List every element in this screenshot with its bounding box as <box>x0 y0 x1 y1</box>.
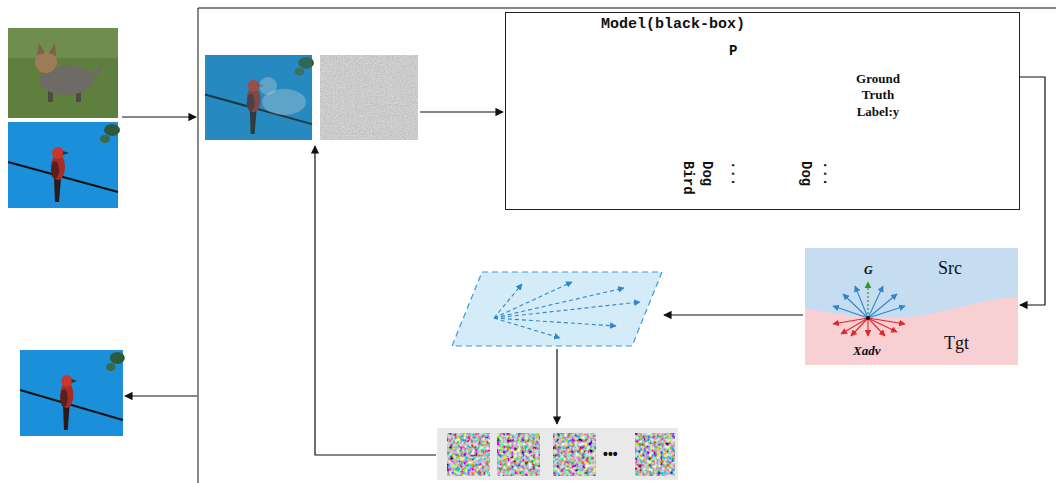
dog-ear <box>37 43 45 55</box>
ellipsis-dots: ••• <box>603 446 618 463</box>
target-region <box>805 298 1018 365</box>
noise-tile <box>447 433 490 476</box>
source-direction-arrow <box>843 294 868 318</box>
direction-arrow <box>494 318 560 338</box>
noise-tile <box>497 433 540 476</box>
direction-arrow <box>494 288 624 318</box>
model-box: Model(black-box)PBirdDog...Dog...Ground … <box>505 12 1020 210</box>
bird-photo <box>205 55 314 140</box>
ground-truth-label: Ground Truth Label:y <box>843 71 913 120</box>
noise-tile <box>635 433 675 476</box>
noise-image <box>320 55 418 140</box>
ellipsis: ... <box>727 161 744 186</box>
target-region-label: Tgt <box>944 333 969 355</box>
class-label: Bird <box>679 161 696 195</box>
arrow <box>125 395 197 396</box>
flow-arrow <box>1020 77 1045 305</box>
dog-photo <box>8 28 118 118</box>
mixed-image <box>205 55 314 140</box>
frame-line <box>198 8 1056 9</box>
direction-arrow <box>494 302 640 318</box>
domain-panel: G SrcXadv Tgt <box>805 248 1018 365</box>
feedback-arrow <box>315 146 436 455</box>
sample-point <box>866 316 870 320</box>
blend-layer <box>205 55 312 140</box>
target-direction-arrow <box>868 318 905 324</box>
class-label: Dog <box>797 161 814 186</box>
gradient-arrow <box>867 282 868 318</box>
strip-ground <box>437 428 678 480</box>
perturbation-plane <box>452 272 662 346</box>
dog-ear <box>49 43 56 56</box>
adversarial-symbol: Xadv <box>853 343 880 359</box>
source-direction-arrow <box>868 294 897 318</box>
direction-arrows <box>494 282 640 338</box>
direction-arrow <box>494 318 616 326</box>
noise-strip <box>437 428 678 480</box>
frame-line <box>198 8 199 483</box>
output-image <box>20 350 125 436</box>
arrow <box>664 314 803 315</box>
domain-regions <box>805 248 1018 365</box>
class-label: Dog <box>698 161 715 186</box>
ghost-dog <box>259 77 277 95</box>
target-direction-arrow <box>851 318 868 336</box>
noise-tile <box>553 433 596 476</box>
probability-symbol: P <box>729 43 737 60</box>
source-region-label: Src <box>938 258 962 280</box>
model-title: Model(black-box) <box>601 16 745 34</box>
arrow <box>122 116 196 117</box>
ellipsis: ... <box>819 161 836 186</box>
target-direction-arrow <box>867 318 868 336</box>
grass <box>8 28 118 58</box>
source-direction-arrow <box>855 286 868 318</box>
source-direction-arrow <box>868 306 905 318</box>
source-direction-arrow <box>868 286 883 318</box>
source-direction-arrow <box>833 306 868 318</box>
arrow <box>556 349 557 424</box>
gradient-symbol: G <box>864 263 873 277</box>
plane <box>452 272 662 346</box>
bird-photo <box>8 122 120 208</box>
direction-arrow <box>494 282 572 318</box>
grass <box>8 28 118 118</box>
source-region <box>805 248 1018 365</box>
arrow <box>420 111 503 112</box>
dog-tail <box>90 62 104 78</box>
